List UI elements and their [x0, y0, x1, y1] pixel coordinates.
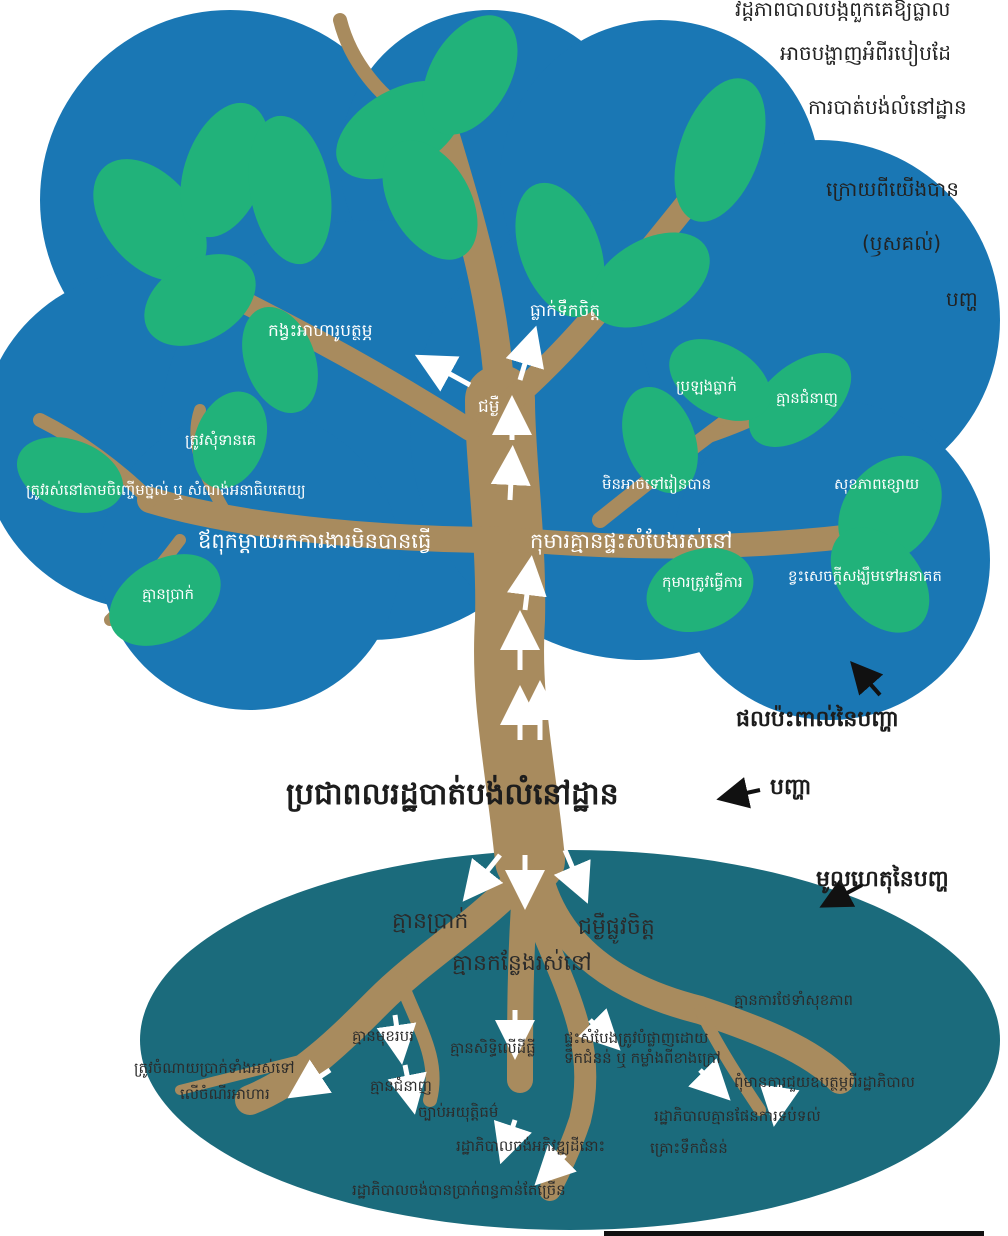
leaf-poor-health: សុខភាពខ្សោយ: [834, 475, 920, 493]
root-no-skills: គ្មានជំនាញ: [370, 1077, 432, 1095]
leaf-no-hope: ខ្វះសេចក្តីសង្ឃឹមទៅអនាគត: [788, 567, 942, 585]
root-gov-develop: រដ្ឋាភិបាលចង់អភិវឌ្ឍដីនោះ: [456, 1137, 606, 1155]
leaves: [16, 15, 942, 646]
cause-label: មូលហេតុនៃបញ្ហ: [816, 867, 949, 892]
impact-label: ផលប៉ះពាល់នៃបញ្ហា: [736, 707, 899, 732]
node-youth-issue: ជម្ងឺ: [478, 397, 500, 417]
root-forced-evict-1: ផ្ទះសំបែងត្រូវបំផ្លាញដោយ: [564, 1029, 709, 1047]
root-no-health-care: គ្មានការថែទាំសុខភាព: [734, 991, 854, 1009]
intro-line-3: ការបាត់បង់លំនៅដ្ឋាន: [808, 95, 967, 119]
leaf-no-skills: គ្មានជំនាញ: [776, 389, 838, 407]
root-ground: [140, 850, 1000, 1230]
root-flood: គ្រោះទឹកជំនន់: [650, 1139, 728, 1157]
intro-line-2: អាចបង្ហាញអំពីរបៀបដែ: [780, 41, 951, 65]
root-no-occupation: គ្មានមុខរបរ: [352, 1027, 414, 1045]
leaf-ask-others: ត្រូវសុំទានគេ: [185, 431, 257, 449]
flow-arrows: [287, 325, 800, 1186]
leaf-no-money: គ្មានប្រាក់: [142, 585, 195, 603]
intro-line-4: ក្រោយពីយើងបាន: [826, 177, 959, 201]
intro-line-1: វដ្តភាពបាលបង្កពួកគេឱ្យធ្លាល: [735, 0, 951, 21]
bottom-bar: [604, 1231, 984, 1236]
root-mental-illness: ជម្ងឺផ្លូវចិត្ត: [578, 915, 655, 940]
leaf-cannot-school: មិនអាចទៅរៀនបាន: [602, 475, 712, 493]
root-gov-no-plan: រដ្ឋាភិបាលគ្មានផែនការទប់ទល់: [654, 1107, 821, 1125]
central-problem: ប្រជាពលរដ្ឋបាត់បង់លំនៅដ្ឋាន: [286, 777, 619, 812]
root-law-issue: ច្បាប់អយុត្តិធម៌: [418, 1103, 499, 1121]
leaf-failed-exam: ប្រឡងធ្លាក់: [676, 377, 737, 395]
root-spend-money-1: ត្រូវចំណាយប្រាក់ទាំងអស់ទៅ: [134, 1059, 295, 1077]
leaf-live-on-others: ត្រូវរស់នៅតាមចិញ្ចើមថ្នល់ ឬ សំណង់អនាធិបត…: [26, 481, 306, 499]
root-forced-evict-2: ទឹកជំនន់ ឬ កម្លាំងពីខាងក្រៅ: [564, 1049, 721, 1067]
problem-label: បញ្ហា: [770, 775, 812, 800]
root-no-land-rights: គ្មានសិទ្ធិលើដីធ្លី: [450, 1039, 536, 1057]
root-no-place: គ្មានកន្លែងរស់នៅ: [452, 951, 592, 976]
root-spend-money-2: លើចំណីរអាហារ: [180, 1085, 270, 1103]
node-children-home: កុមារគ្មានផ្ទះសំបែងរស់នៅ: [530, 529, 733, 553]
intro-line-5: (ឫសគល់): [862, 231, 942, 255]
node-parents-job: ឪពុកម្ដាយរកការងារមិនបានធ្វើ: [198, 529, 432, 553]
root-no-money: គ្មានប្រាក់: [392, 909, 469, 934]
leaf-discouraged: ធ្លាក់ទឹកចិត្ត: [530, 301, 601, 321]
pointer-arrows: [716, 660, 884, 908]
intro-line-6: បញ្ហ: [946, 287, 978, 311]
leaf-child-labor: កុមារត្រូវធ្វើការ: [662, 573, 743, 591]
root-gov-tax: រដ្ឋាភិបាលចង់បានប្រាក់ពន្ធកាន់តែច្រើន: [352, 1181, 566, 1199]
leaf-malnutrition: កង្វះអាហារូបត្ថម្ភ: [268, 321, 373, 341]
root-no-gov-help: ពុំមានការជួយឧបត្ថម្ភពីរដ្ឋាភិបាល: [734, 1073, 915, 1091]
